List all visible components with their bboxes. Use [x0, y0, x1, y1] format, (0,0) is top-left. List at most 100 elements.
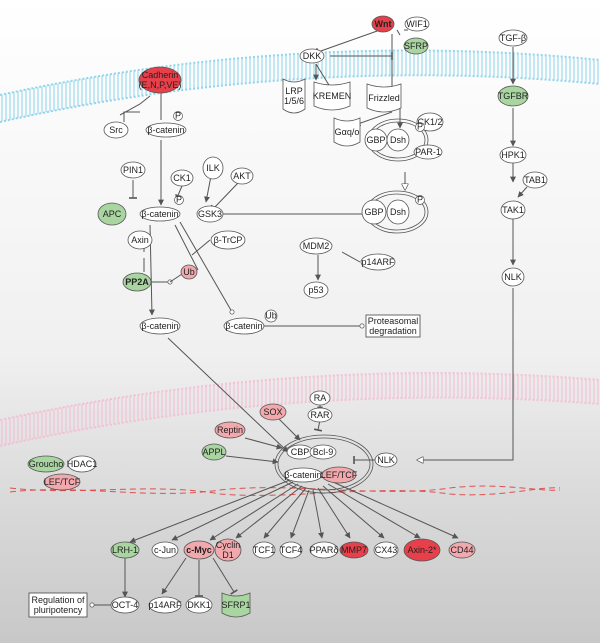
- node-label: AKT: [233, 171, 251, 181]
- node-pp2a[interactable]: PP2A: [122, 272, 152, 292]
- node-sfrp[interactable]: SFRP: [403, 37, 429, 55]
- node-hdac1[interactable]: HDAC1: [67, 455, 98, 473]
- node-label: LRH-1: [112, 545, 138, 555]
- node-p53[interactable]: p53: [303, 281, 329, 299]
- phospho-marker: [174, 195, 184, 205]
- node-label: Cadherin: [142, 70, 179, 80]
- node-wnt[interactable]: Wnt: [371, 15, 395, 33]
- node-label: WIF1: [406, 19, 428, 29]
- node-groucho[interactable]: Groucho: [27, 455, 65, 473]
- node-p14arf-top[interactable]: p14ARF: [360, 253, 396, 271]
- node-tcf4[interactable]: TCF4: [279, 541, 303, 559]
- node-kremen[interactable]: KREMEN: [313, 81, 352, 111]
- node-reptin[interactable]: Reptin: [214, 421, 246, 439]
- node-cjun[interactable]: c-Jun: [151, 541, 179, 559]
- node-ra[interactable]: RA: [309, 390, 331, 406]
- node-bcat-ub[interactable]: β-catenin: [223, 317, 265, 335]
- node-label: β-catenin: [141, 321, 178, 331]
- node-gsk3[interactable]: GSK3: [196, 205, 224, 223]
- node-label: p53: [308, 285, 323, 295]
- node-src[interactable]: Src: [103, 121, 129, 139]
- node-akt[interactable]: AKT: [230, 167, 254, 185]
- node-label: TAB1: [524, 175, 546, 185]
- node-cadherin[interactable]: Cadherin(E,N,P,VE): [139, 66, 182, 94]
- node-label: RA: [314, 393, 327, 403]
- node-cbp[interactable]: CBP: [286, 444, 314, 460]
- node-label: Ub: [183, 267, 195, 277]
- node-gbp-top[interactable]: GBP: [364, 128, 388, 152]
- node-tab1[interactable]: TAB1: [522, 171, 548, 189]
- node-label: β-TrCP: [214, 235, 243, 245]
- node-apc[interactable]: APC: [97, 202, 127, 226]
- node-gbp-mid[interactable]: GBP: [361, 199, 387, 225]
- node-cx43[interactable]: CX43: [373, 541, 399, 559]
- node-cd44[interactable]: CD44: [448, 541, 476, 559]
- node-frizzled[interactable]: Frizzled: [366, 83, 402, 113]
- node-p14arf-low[interactable]: p14ARF: [148, 596, 182, 614]
- node-bcat-nuc[interactable]: β-catenin: [283, 467, 323, 483]
- node-label: 1/5/6: [284, 96, 304, 106]
- node-leftcf-nuc[interactable]: LEF/TCF: [321, 466, 358, 484]
- node-ilk[interactable]: ILK: [202, 156, 224, 180]
- node-label: KREMEN: [313, 91, 352, 101]
- node-ck1[interactable]: CK1: [170, 169, 194, 187]
- node-nlk-nuc[interactable]: NLK: [374, 452, 398, 468]
- node-label: TGFBR: [498, 91, 529, 101]
- node-label: APC: [103, 209, 122, 219]
- node-bcl9[interactable]: Bcl-9: [309, 444, 337, 460]
- node-tgfbr[interactable]: TGFBR: [497, 85, 529, 107]
- node-par1[interactable]: PAR-1: [413, 144, 443, 160]
- node-ppard[interactable]: PPARδ: [310, 541, 339, 559]
- node-label: c-Myc: [186, 545, 212, 555]
- node-lrh1[interactable]: LRH-1: [110, 541, 140, 559]
- node-oct4[interactable]: OCT-4: [110, 596, 140, 614]
- node-label: GBP: [364, 207, 383, 217]
- node-tcf1[interactable]: TCF1: [252, 541, 276, 559]
- node-label: SOX: [263, 407, 282, 417]
- node-dsh-top[interactable]: Dsh: [386, 128, 410, 152]
- node-bcat-low[interactable]: β-catenin: [139, 317, 181, 335]
- node-label: GBP: [366, 135, 385, 145]
- node-btrcp[interactable]: β-TrCP: [210, 230, 246, 250]
- node-cmyc[interactable]: c-Myc: [183, 540, 215, 560]
- node-label: (E,N,P,VE): [139, 80, 182, 90]
- node-bcat-top[interactable]: β-catenin: [145, 122, 187, 138]
- node-gaq[interactable]: Gαq/o: [333, 117, 361, 147]
- node-wif1[interactable]: WIF1: [404, 16, 430, 32]
- node-pin1[interactable]: PIN1: [120, 161, 146, 179]
- node-label: β-catenin: [225, 321, 262, 331]
- node-label: Src: [109, 125, 123, 135]
- node-sox[interactable]: SOX: [259, 403, 287, 421]
- node-tgfb[interactable]: TGF-β: [498, 29, 528, 47]
- node-axin2[interactable]: Axin-2*: [403, 538, 441, 562]
- node-label: RAR: [310, 410, 330, 420]
- marker-label: Ub: [265, 311, 277, 321]
- node-label: PP2A: [125, 277, 149, 287]
- node-label: β-catenin: [147, 125, 184, 135]
- node-label: LRP: [285, 86, 303, 96]
- node-nlk-top[interactable]: NLK: [501, 267, 525, 287]
- node-leftcf-left[interactable]: LEF/TCF: [43, 473, 81, 491]
- node-dsh-mid[interactable]: Dsh: [386, 199, 410, 225]
- complex-ring-nucleus: [277, 437, 371, 491]
- node-tak1[interactable]: TAK1: [500, 200, 526, 220]
- node-sfrp1[interactable]: SFRP1: [221, 592, 251, 618]
- node-dkk-top[interactable]: DKK: [299, 48, 325, 64]
- node-mdm2[interactable]: MDM2: [299, 237, 333, 255]
- node-mmp7[interactable]: MMP7: [339, 541, 369, 559]
- node-label: pluripotency: [34, 605, 83, 615]
- node-bcat-mid[interactable]: β-catenin: [139, 206, 181, 222]
- node-hpk1[interactable]: HPK1: [499, 146, 527, 164]
- node-label: LEF/TCF: [321, 470, 358, 480]
- node-axin[interactable]: Axin: [127, 230, 153, 250]
- node-rar[interactable]: RAR: [307, 407, 333, 423]
- node-ub[interactable]: Ub: [180, 264, 198, 280]
- node-appl[interactable]: APPL: [201, 443, 227, 461]
- node-dkk1[interactable]: DKK1: [185, 596, 213, 614]
